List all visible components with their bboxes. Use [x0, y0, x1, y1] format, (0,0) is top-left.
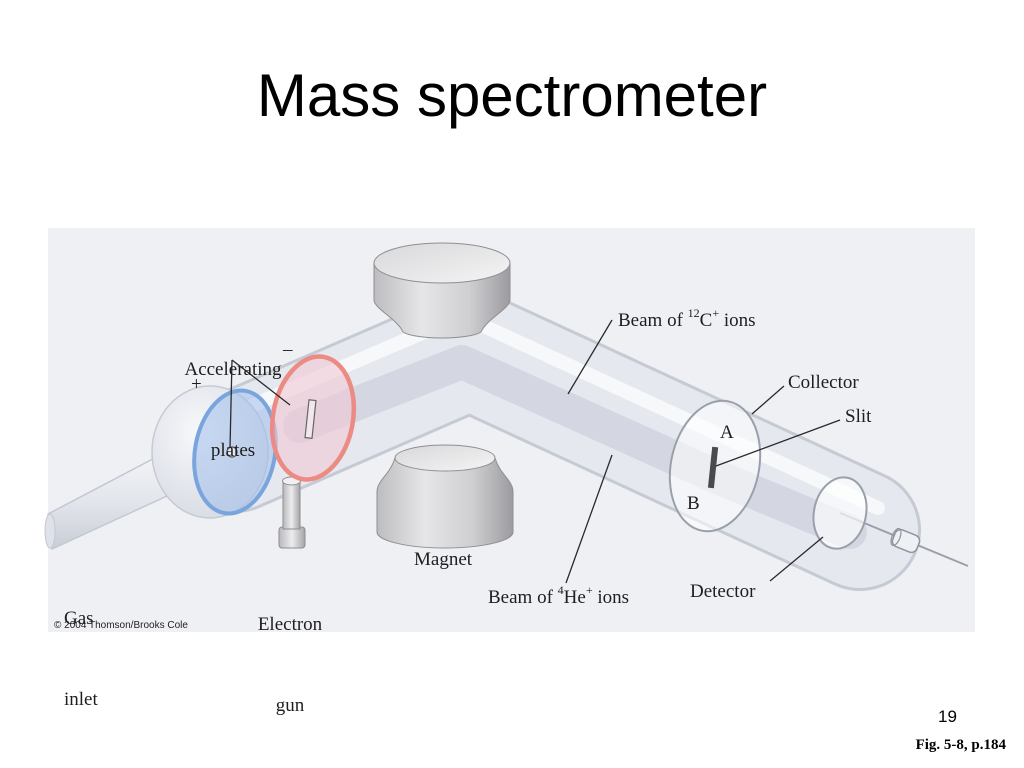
leader-slit [715, 419, 841, 467]
label-accelerating-line1: Accelerating [184, 359, 282, 380]
ion-beam-band [283, 345, 867, 549]
beam-he-prefix: Beam of [488, 587, 558, 608]
beam-c-mass: 12 [687, 305, 700, 320]
beam-he-mass: 4 [557, 582, 564, 597]
leader-lines [229, 319, 841, 584]
detector-connector [890, 527, 921, 554]
beam-he-suffix: ions [592, 587, 630, 608]
label-electron-gun-line1: Electron [257, 614, 323, 635]
label-point-b: B [687, 493, 700, 514]
slide-title: Mass spectrometer [256, 62, 768, 129]
label-plus: + [191, 374, 202, 395]
leader-accelerating-positive [229, 359, 233, 449]
beam-c-charge: + [712, 305, 720, 320]
label-slit: Slit [845, 406, 872, 427]
beam-c-suffix: ions [719, 310, 756, 331]
leader-detector [769, 536, 824, 582]
label-accelerating-line2: plates [210, 440, 256, 461]
beam-c-prefix: Beam of [618, 310, 688, 331]
label-gas-inlet: Gas inlet [64, 551, 98, 740]
beam-c-element: C [699, 310, 713, 331]
label-beam-c: Beam of 12C+ ions [618, 307, 756, 331]
label-magnet: Magnet [414, 549, 473, 570]
figure-reference: Fig. 5-8, p.184 [915, 737, 1006, 753]
label-minus: – [283, 339, 293, 360]
leader-beam-c [567, 319, 613, 395]
label-collector: Collector [788, 372, 859, 393]
label-detector: Detector [690, 581, 756, 602]
gas-inlet-opening [44, 513, 56, 549]
beam-he-element: He [563, 587, 586, 608]
label-gas-inlet-line1: Gas [64, 608, 94, 629]
leader-beam-he [565, 454, 613, 584]
top-magnet [373, 242, 511, 339]
label-gas-inlet-line2: inlet [64, 689, 98, 710]
label-beam-he: Beam of 4He+ ions [488, 584, 630, 608]
collector-slit [707, 446, 719, 489]
leader-collector [751, 385, 785, 415]
copyright-notice: © 2004 Thomson/Brooks Cole [54, 620, 188, 631]
page-number: 19 [938, 707, 957, 726]
detector-disk [812, 476, 868, 550]
beam-he-charge: + [585, 582, 593, 597]
label-electron-gun-line2: gun [275, 695, 305, 716]
label-point-a: A [720, 422, 734, 443]
label-electron-gun: Electron gun [240, 557, 340, 746]
plate-hole [226, 446, 238, 458]
leader-accelerating-negative [231, 359, 291, 406]
label-accelerating-plates: Accelerating plates [168, 302, 298, 491]
bottom-magnet [376, 444, 514, 549]
plate-slit [304, 399, 317, 439]
